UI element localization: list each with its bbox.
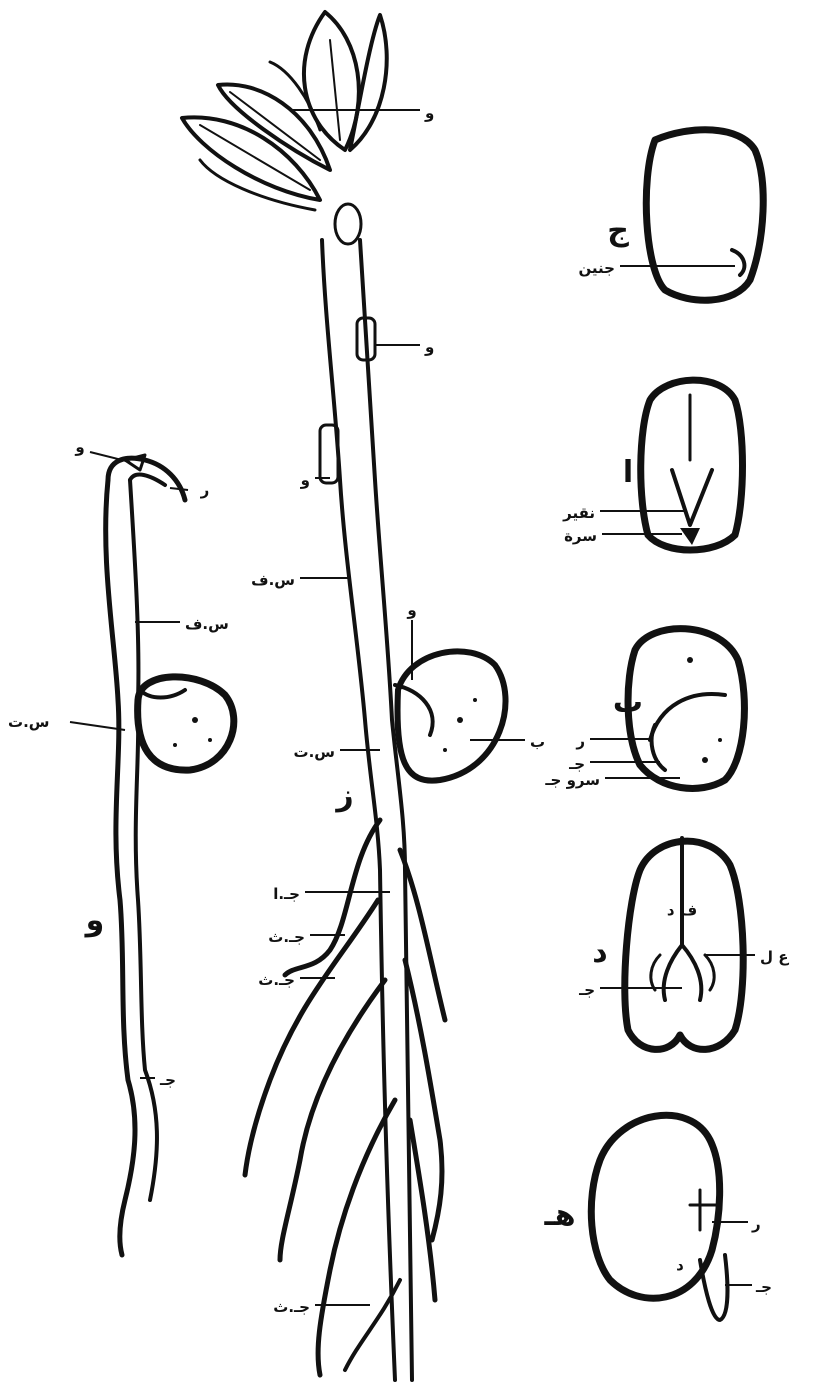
large-seedling-label-6: س.ت [294,743,335,761]
large-seedling-label-3: س.ف [251,571,295,589]
large-seedling-label-10: جـ.ث [273,1298,310,1316]
seed-alef-label-1: سرة [564,527,597,545]
large-seedling-leaves [182,12,387,244]
large-seedling-label-4: و [406,601,416,619]
large-seedling-letter: ز [334,778,353,813]
small-seedling-letter: و [84,903,105,938]
small-seedling-label-4: جـ [159,1071,176,1089]
seed-heh-label-2: جـ [755,1278,772,1296]
seed-beh-letter: ب [613,685,643,720]
seed-jeem-letter: ج [607,213,629,248]
small-seedling-label-0: و [74,438,84,456]
seed-heh-label-1: د [676,1256,684,1274]
small-seedling: و ر س.ف س.ت جـ و [8,438,234,1255]
seed-jeem-label-0: جنين [578,259,615,277]
large-seedling-stem [320,240,412,1380]
seed-heh-letter: هـ [543,1198,575,1233]
large-seedling-label-0: و [424,104,434,122]
seed-dal-label-1: ع ل [760,948,789,966]
large-seedling-label-7: جـ.ا [273,885,300,903]
seed-dal-label-0: ف د [667,901,697,919]
seed-alef-label-0: نقير [562,504,595,522]
large-seedling-label-5: ب [530,733,545,751]
seed-dal-label-2: جـ [578,981,595,999]
seed-beh: ر جـ سرو جـ ب [544,629,744,789]
seed-alef-letter: ا [623,455,633,490]
small-seedling-label-3: س.ت [8,713,49,731]
seed-dal: ف د ع ل جـ د [578,838,789,1049]
seed-dal-letter: د [592,935,607,970]
seed-alef: نقير سرة ا [562,380,742,550]
seed-heh-label-0: ر [751,1215,761,1233]
seed-heh: ر د جـ هـ [543,1115,771,1320]
seed-beh-label-2: سرو جـ [544,771,600,789]
seed-beh-label-0: ر [575,732,585,750]
small-seedling-label-1: ر [200,481,210,499]
large-seedling-label-9: جـ.ث [258,971,295,989]
large-seedling: و و و س.ف و ب س.ت جـ.ا جـ.ث جـ.ث جـ.ث ز [182,12,545,1380]
small-seedling-label-2: س.ف [185,615,229,633]
large-seedling-roots [245,820,445,1375]
seed-jeem: جنين ج [578,130,763,300]
large-seedling-label-2: و [300,471,310,489]
large-seedling-label-8: جـ.ث [268,928,305,946]
large-seedling-label-1: و [424,338,434,356]
